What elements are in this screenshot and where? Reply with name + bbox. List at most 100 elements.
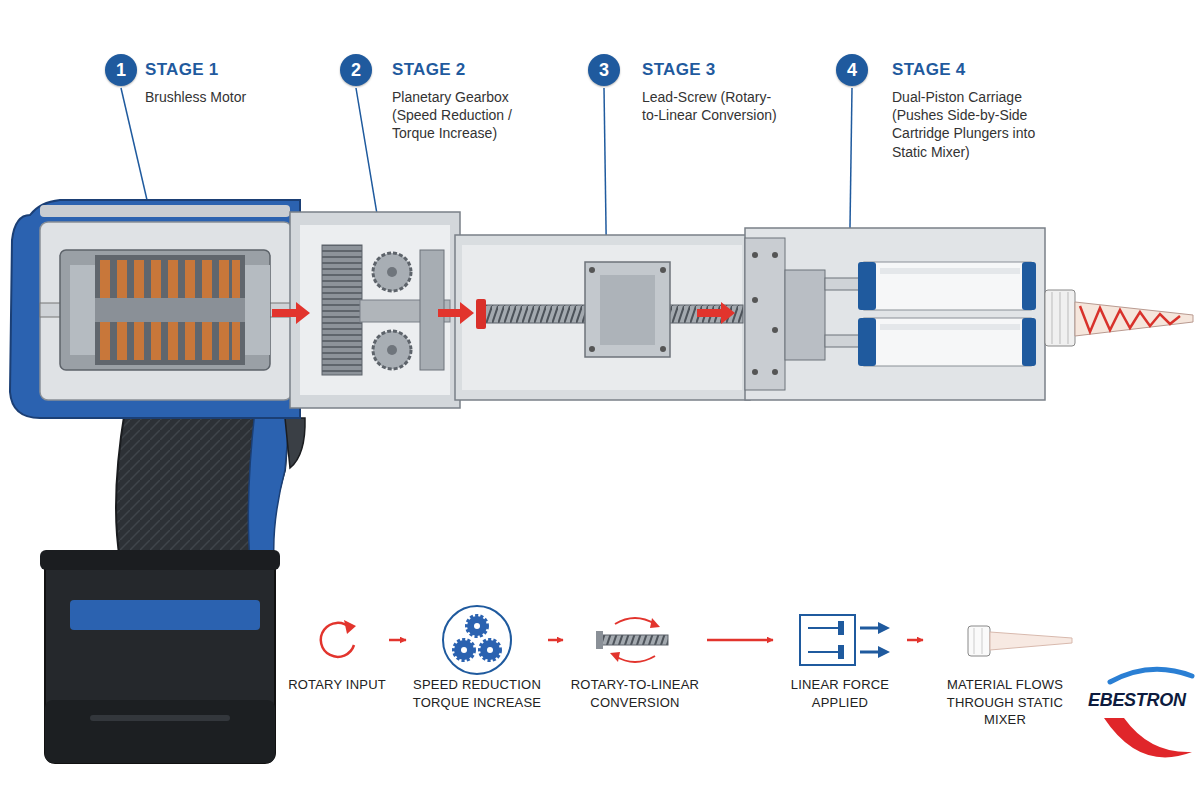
circle-part <box>772 252 778 258</box>
rect-part <box>858 262 876 310</box>
stage-description: Lead-Screw (Rotary-to-Linear Conversion) <box>642 88 782 124</box>
line-part <box>860 627 880 630</box>
flow-step: ROTARY INPUT <box>288 600 386 694</box>
circle-part <box>589 346 595 352</box>
step-label: ROTARY INPUT <box>288 676 386 694</box>
path-part <box>697 302 735 324</box>
stage-description: Planetary Gearbox (Speed Reduction / Tor… <box>392 88 532 143</box>
rect-part <box>745 238 785 390</box>
rect-part <box>1022 318 1036 366</box>
path-part <box>116 410 290 560</box>
rect-part <box>70 265 95 355</box>
path-part <box>610 652 620 662</box>
brand-logo: EBESTRON <box>1088 690 1186 711</box>
rect-part <box>45 700 275 763</box>
path-part <box>438 302 474 324</box>
circle-part <box>772 327 778 333</box>
path-part <box>1104 718 1192 757</box>
static-mixer-nozzle <box>1045 290 1193 346</box>
rect-part <box>825 278 860 290</box>
barrel-tube <box>455 235 750 400</box>
stage-description: Brushless Motor <box>145 88 295 106</box>
line-part <box>808 651 840 653</box>
rect-part <box>462 245 742 390</box>
path-part <box>248 410 290 560</box>
circle-part <box>772 369 778 375</box>
flow-arrow <box>389 639 406 642</box>
handle <box>116 410 305 560</box>
rect-part <box>880 324 1020 330</box>
polyline-part <box>1080 306 1180 332</box>
path-part <box>615 656 655 662</box>
rotary-icon <box>321 620 356 657</box>
flow-step: MATERIAL FLOWS THROUGH STATIC MIXER <box>926 600 1084 729</box>
circle-part <box>480 640 500 660</box>
stage-title: STAGE 1 <box>145 60 219 80</box>
screw-icon <box>596 618 668 662</box>
callout-number: 2 <box>340 54 372 86</box>
path-part <box>285 418 305 468</box>
line-part <box>982 628 983 654</box>
brushless-motor <box>40 250 300 370</box>
rect-part <box>600 275 655 345</box>
rect-part <box>880 268 1020 274</box>
rect-part <box>800 615 855 665</box>
gear-icon <box>443 606 511 674</box>
rect-part <box>1045 290 1075 346</box>
rect-part <box>858 318 876 366</box>
flow-arrow <box>707 639 773 642</box>
circle-part <box>474 623 480 629</box>
path-part <box>272 302 310 324</box>
rect-part <box>70 600 260 630</box>
rect-part <box>602 635 668 645</box>
rect-part <box>825 335 860 347</box>
rect-part <box>838 645 844 659</box>
path-part <box>344 620 356 634</box>
step-label: LINEAR FORCE APPLIED <box>776 676 904 711</box>
line-part <box>860 651 880 654</box>
lead-screw <box>476 262 743 357</box>
callout-digit: 4 <box>847 60 857 81</box>
circle-part <box>467 616 487 636</box>
circle-part <box>387 267 397 277</box>
callout-number: 1 <box>105 54 137 86</box>
rect-part <box>838 621 844 635</box>
cartridge-bay <box>745 228 1045 400</box>
circle-part <box>373 253 411 291</box>
rect-part <box>745 228 1045 400</box>
circle-part <box>443 606 511 674</box>
rect-part <box>40 550 280 570</box>
stage-title: STAGE 2 <box>392 60 466 80</box>
rect-part <box>968 626 990 656</box>
logo-swoosh <box>1104 669 1192 757</box>
circle-part <box>752 297 758 303</box>
rect-part <box>290 212 460 408</box>
path-part <box>878 646 890 658</box>
rect-part <box>40 222 292 400</box>
rect-part <box>300 225 450 395</box>
flow-step: SPEED REDUCTION TORQUE INCREASE <box>409 600 545 711</box>
flow-arrow <box>548 639 563 642</box>
path-part <box>10 200 300 418</box>
rect-part <box>245 265 270 355</box>
rect-part <box>95 255 245 365</box>
line-part <box>1068 292 1069 344</box>
rect-part <box>45 556 275 763</box>
rect-part <box>785 270 825 360</box>
line-part <box>974 628 975 654</box>
circle-part <box>752 252 758 258</box>
flow-arrows-red <box>272 302 735 324</box>
circle-part <box>373 331 411 369</box>
step-label: SPEED REDUCTION TORQUE INCREASE <box>409 676 545 711</box>
rect-part <box>90 715 230 721</box>
callout-digit: 1 <box>116 60 126 81</box>
callout-number: 4 <box>836 54 868 86</box>
line-part <box>1052 292 1053 344</box>
rect-part <box>860 318 1035 366</box>
circle-part <box>589 267 595 273</box>
line-part <box>808 627 840 629</box>
rect-part <box>860 262 1035 310</box>
path-part <box>990 632 1072 650</box>
flow-step: LINEAR FORCE APPLIED <box>776 600 904 711</box>
